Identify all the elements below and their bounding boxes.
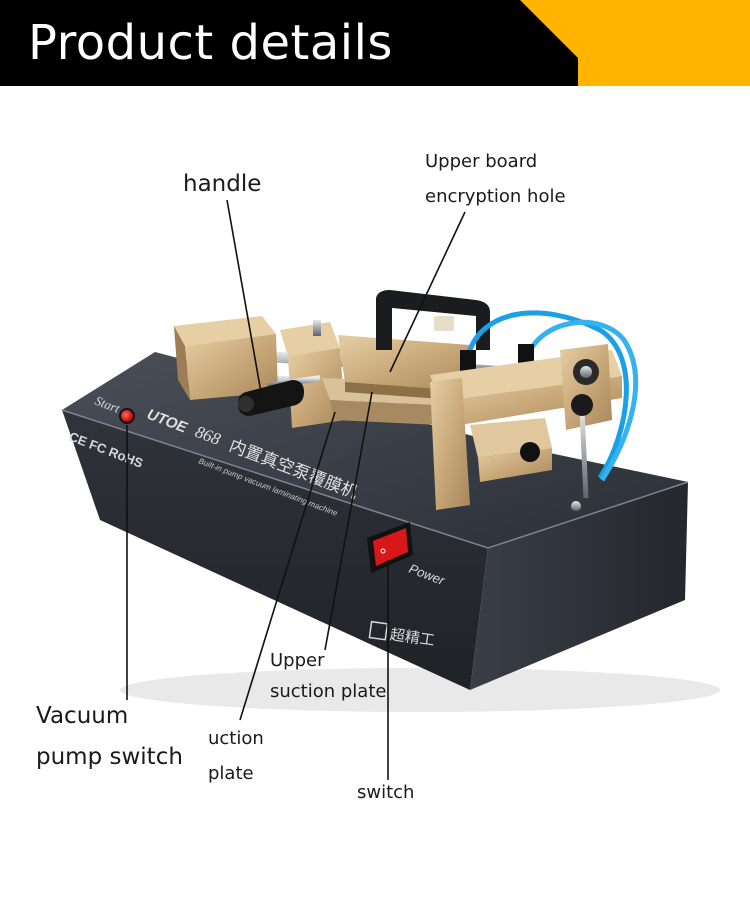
center-carriage-top xyxy=(280,322,340,356)
right-frame xyxy=(430,344,622,510)
adjust-screw-nut xyxy=(571,501,581,511)
rear-pillar xyxy=(560,344,612,430)
right-adjust-knob[interactable] xyxy=(520,442,540,462)
callout-handle: handle xyxy=(183,171,262,197)
lever-handle[interactable] xyxy=(238,375,321,416)
air-tube-1 xyxy=(465,310,629,480)
switch-off-mark xyxy=(380,548,386,554)
callout-line-upper-board xyxy=(389,211,466,373)
header-background xyxy=(0,0,750,86)
power-rocker-switch[interactable] xyxy=(367,522,413,573)
callout-line-handle xyxy=(226,199,263,399)
callout-vacuum-line1: Vacuum xyxy=(36,703,129,729)
callout-upper-board-line2: encryption hole xyxy=(425,186,566,207)
callout-line-upper-suction xyxy=(324,391,373,651)
base-edge-highlight xyxy=(61,409,689,549)
header-banner: Product details xyxy=(0,0,750,86)
air-tube-2 xyxy=(525,319,639,482)
rear-pillar-bearing-core xyxy=(580,366,592,378)
callout-vacuum-line2: pump switch xyxy=(36,744,183,770)
callout-upper-suction-line1: Upper xyxy=(270,650,325,671)
floor-shadow xyxy=(120,668,720,712)
header-bar xyxy=(0,0,578,86)
adjust-screw xyxy=(579,409,589,499)
lever-grip-end xyxy=(238,396,254,412)
base-top xyxy=(62,352,688,548)
factory-logo: 超精工 xyxy=(368,620,436,649)
adjust-knob-cap xyxy=(571,394,593,416)
start-button-cap xyxy=(121,410,133,422)
callout-line-lower-suction xyxy=(239,411,336,721)
upper-board-encryption-hole xyxy=(434,316,454,331)
callout-upper-board-line1: Upper board xyxy=(425,151,538,172)
factory-logo-mark xyxy=(368,620,389,641)
left-carriage-front xyxy=(185,334,278,400)
base-front-panel xyxy=(62,410,488,690)
vacuum-pump-start-button[interactable] xyxy=(119,408,135,424)
base-side-panel xyxy=(470,482,688,690)
lever-grip xyxy=(238,380,304,416)
callout-suction-line2: plate xyxy=(208,763,254,784)
callout-upper-suction-line2: suction plate xyxy=(270,681,387,702)
callout-lines xyxy=(126,199,466,780)
center-carriage xyxy=(280,320,345,428)
page-title: Product details xyxy=(28,15,393,71)
factory-logo-text: 超精工 xyxy=(389,626,436,649)
center-carriage-front xyxy=(288,348,345,428)
right-pillar xyxy=(430,378,470,510)
upper-plate-handle xyxy=(376,290,490,350)
lower-suction-plate-edge xyxy=(330,400,440,425)
callout-switch: switch xyxy=(357,782,415,803)
machine-base xyxy=(61,352,689,690)
switch-rocker xyxy=(373,528,408,566)
left-carriage-side xyxy=(174,326,190,400)
left-carriage xyxy=(174,316,278,400)
carriage-bolt xyxy=(313,320,321,336)
height-adjust-knob[interactable] xyxy=(571,394,593,511)
callout-suction-line1: uction xyxy=(208,728,264,749)
left-carriage-top xyxy=(174,316,276,346)
right-slide-block xyxy=(470,418,552,482)
